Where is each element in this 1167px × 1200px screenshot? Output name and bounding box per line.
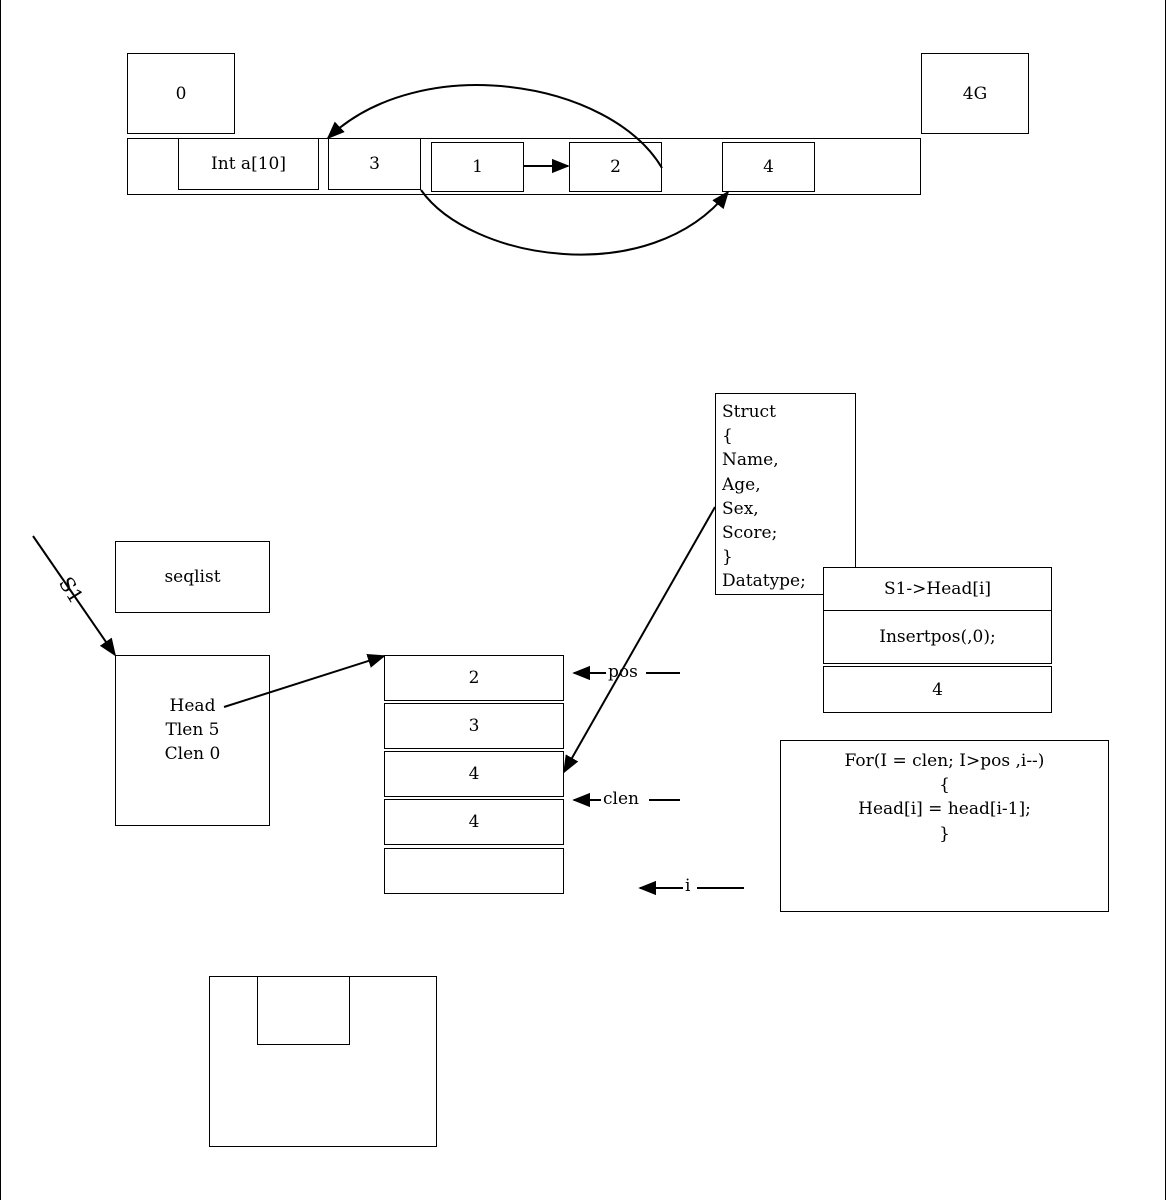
array-declaration-label: Int a[10] bbox=[211, 154, 286, 174]
memory-cell-label: 3 bbox=[369, 154, 380, 174]
seqlist-struct-box: Head Tlen 5 Clen 0 bbox=[115, 655, 270, 826]
memory-strip bbox=[127, 138, 921, 195]
call-row-label: S1->Head[i] bbox=[883, 579, 992, 599]
struct-line: } bbox=[722, 547, 733, 568]
stack-cell-label: 3 bbox=[468, 716, 480, 736]
seqlist-title-box: seqlist bbox=[115, 541, 270, 613]
struct-line: Name, bbox=[722, 450, 779, 471]
clen-marker-label: clen bbox=[603, 789, 639, 809]
memory-cell-4: 4 bbox=[722, 142, 815, 192]
array-declaration-box: Int a[10] bbox=[178, 138, 319, 190]
seqlist-title: seqlist bbox=[164, 567, 221, 587]
stack-cell: 3 bbox=[384, 703, 564, 749]
memory-cell-label: 2 bbox=[610, 157, 621, 177]
call-row-insertpos: Insertpos(,0); bbox=[823, 610, 1052, 664]
struct-definition-box: Struct { Name, Age, Sex, Score; } Dataty… bbox=[715, 393, 856, 595]
empty-inner-box bbox=[257, 976, 350, 1045]
loop-line: { bbox=[939, 775, 950, 796]
i-marker-label: i bbox=[685, 876, 691, 896]
struct-line: Age, bbox=[722, 474, 761, 495]
seqlist-field-clen: Clen 0 bbox=[164, 744, 221, 764]
memory-cell-3: 3 bbox=[328, 138, 421, 190]
loop-line: } bbox=[939, 823, 950, 844]
seqlist-field-tlen: Tlen 5 bbox=[165, 720, 220, 740]
stack-cell-label: 4 bbox=[468, 812, 480, 832]
s1-pointer-arrow bbox=[32, 535, 117, 657]
struct-line: Score; bbox=[722, 523, 778, 544]
stack-cell-label: 2 bbox=[468, 668, 480, 688]
stack-cell: 4 bbox=[384, 799, 564, 845]
struct-line: Struct bbox=[722, 402, 776, 422]
stack-cell-label: 4 bbox=[468, 764, 480, 784]
call-row-head: S1->Head[i] bbox=[823, 567, 1052, 611]
struct-line: { bbox=[722, 426, 733, 447]
struct-pointer-arrow bbox=[563, 506, 716, 774]
head-pointer-arrow bbox=[223, 654, 386, 708]
memory-start-box: 0 bbox=[127, 53, 235, 134]
memory-cell-label: 1 bbox=[472, 157, 483, 177]
loop-line: For(I = clen; I>pos ,i--) bbox=[844, 751, 1045, 771]
arc-arrow-to-array bbox=[326, 84, 663, 169]
pos-marker-label: pos bbox=[608, 662, 638, 682]
stack-cell: 2 bbox=[384, 655, 564, 701]
memory-cell-1: 1 bbox=[431, 142, 524, 192]
call-row-label: 4 bbox=[932, 679, 943, 700]
memory-end-label: 4G bbox=[962, 83, 988, 104]
arc-arrow-to-cell-4 bbox=[420, 189, 730, 256]
stack-cell bbox=[384, 848, 564, 894]
memory-start-label: 0 bbox=[175, 83, 187, 104]
call-row-value: 4 bbox=[823, 666, 1052, 713]
call-row-label: Insertpos(,0); bbox=[879, 627, 996, 647]
seqlist-field-head: Head bbox=[169, 696, 216, 716]
struct-line: Datatype; bbox=[722, 571, 806, 592]
loop-code-box: For(I = clen; I>pos ,i--) { Head[i] = he… bbox=[780, 740, 1109, 912]
loop-line: Head[i] = head[i-1]; bbox=[858, 799, 1031, 820]
memory-cell-label: 4 bbox=[763, 157, 774, 177]
struct-line: Sex, bbox=[722, 498, 759, 519]
memory-end-box: 4G bbox=[921, 53, 1029, 134]
stack-cell: 4 bbox=[384, 751, 564, 797]
